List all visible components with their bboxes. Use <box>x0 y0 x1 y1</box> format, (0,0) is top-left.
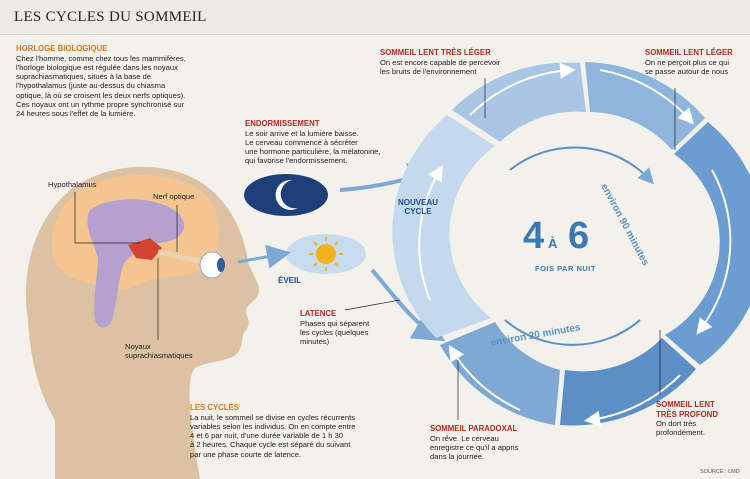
horloge-line: optique, là où se croisent les deux nerf… <box>16 90 186 100</box>
phase-heading: SOMMEIL LENT <box>656 400 715 409</box>
horloge-line: l'horloge biologique est régulée dans le… <box>16 62 178 72</box>
cycles-line: à 2 heures. Chaque cycle est séparé du s… <box>190 440 351 450</box>
phase-heading: SOMMEIL LENT LÉGER <box>645 48 733 57</box>
eveil-label: ÉVEIL <box>278 276 302 285</box>
nerf-optique-label: Nerf optique <box>153 192 195 201</box>
cycles-heading: LES CYCLES <box>190 403 239 412</box>
horloge-block: HORLOGE BIOLOGIQUE Chez l'homme, comme c… <box>16 44 236 118</box>
hypothalamus-label: Hypothalamus <box>48 180 97 189</box>
optic-nerve <box>157 249 206 265</box>
nouveau-cycle-line: CYCLE <box>404 206 432 216</box>
brain-stem <box>87 199 185 328</box>
phase-lent-tres-leger: SOMMEIL LENT TRÈS LÉGER On est encore ca… <box>380 48 530 76</box>
page-title: LES CYCLES DU SOMMEIL <box>14 9 207 25</box>
cycles-line: variables selon les individus. On en com… <box>190 421 356 431</box>
endormissement-line: Le cerveau commence à sécréter <box>245 137 358 147</box>
noyaux-label: Noyaux suprachiasmatiques <box>125 342 193 361</box>
endormissement-line: qui favorise l'endormissement. <box>245 156 348 166</box>
phase-line: se passe autour de nous <box>645 66 729 76</box>
source-label: SOURCE : LMD <box>700 469 740 475</box>
center-a: À <box>548 236 558 251</box>
phase-line: dans la journée. <box>430 452 485 461</box>
center-sub: FOIS PAR NUIT <box>535 264 596 273</box>
cycles-line: par une phase courte de latence. <box>190 449 302 459</box>
endormissement-block: ENDORMISSEMENT Le soir arrive et la lumi… <box>245 119 410 166</box>
phase-lent-leger: SOMMEIL LENT LÉGER On ne perçoit plus ce… <box>645 48 750 76</box>
phase-line: On est encore capable de percevoir <box>380 57 501 67</box>
phase-line: On dort très <box>656 419 697 428</box>
sun-icon <box>309 237 343 271</box>
nouveau-cycle-label: NOUVEAU CYCLE <box>398 198 439 217</box>
center-four: 4 <box>523 215 545 257</box>
horloge-line: 24 heures sous l'effet de la lumière. <box>16 109 136 118</box>
latence-line: minutes) <box>300 337 330 346</box>
moon-badge <box>244 174 328 216</box>
endormissement-line: Le soir arrive et la lumière baisse. <box>245 128 359 138</box>
phase-line: On ne perçoit plus ce qui <box>645 57 730 67</box>
horloge-line: Ces noyaux ont un rythme propre synchron… <box>16 99 184 109</box>
horloge-line: l'hypothalamus (juste au-dessus du chias… <box>16 81 166 91</box>
cycles-block: LES CYCLES La nuit, le sommeil se divise… <box>190 403 405 459</box>
latence-heading: LATENCE <box>300 309 337 318</box>
phase-line: On rêve. Le cerveau <box>430 433 499 443</box>
cycles-line: La nuit, le sommeil se divise en cycles … <box>190 412 356 422</box>
phase-line: enregistre ce qu'il a appris <box>430 442 519 452</box>
latence-line: les cycles (quelques <box>300 327 369 337</box>
endormissement-heading: ENDORMISSEMENT <box>245 119 320 128</box>
phase-paradoxal: SOMMEIL PARADOXAL On rêve. Le cerveau en… <box>430 424 550 461</box>
phase-heading: SOMMEIL LENT TRÈS LÉGER <box>380 48 491 57</box>
horloge-line: suprachiasmatiques, situés à la base de <box>16 72 152 81</box>
latence-line: Phases qui séparent <box>300 318 370 328</box>
moon-icon <box>275 179 298 210</box>
phase-lent-tres-profond: SOMMEIL LENT TRÈS PROFOND On dort très p… <box>656 400 748 438</box>
horloge-line: Chez l'homme, comme chez tous les mammif… <box>16 53 186 63</box>
phase-heading: SOMMEIL PARADOXAL <box>430 424 518 433</box>
inner-circle <box>463 128 687 352</box>
phase-line: les bruits de l'environnement <box>380 66 477 76</box>
noyaux-line: suprachiasmatiques <box>125 351 193 361</box>
latence-block: LATENCE Phases qui séparent les cycles (… <box>300 309 395 346</box>
horloge-heading: HORLOGE BIOLOGIQUE <box>16 44 108 53</box>
phase-line: profondément. <box>656 428 705 438</box>
center-six: 6 <box>568 215 590 257</box>
phase-heading: TRÈS PROFOND <box>656 409 718 419</box>
noyaux-line: Noyaux <box>125 342 151 351</box>
header-bar <box>0 0 750 35</box>
cycles-line: 4 et 6 par nuit, d'une durée variable de… <box>190 431 344 440</box>
endormissement-line: une hormone particulière, la mélatonine, <box>245 147 381 156</box>
nouveau-cycle-line: NOUVEAU <box>398 198 439 207</box>
hypothalamus-shape <box>128 238 162 260</box>
